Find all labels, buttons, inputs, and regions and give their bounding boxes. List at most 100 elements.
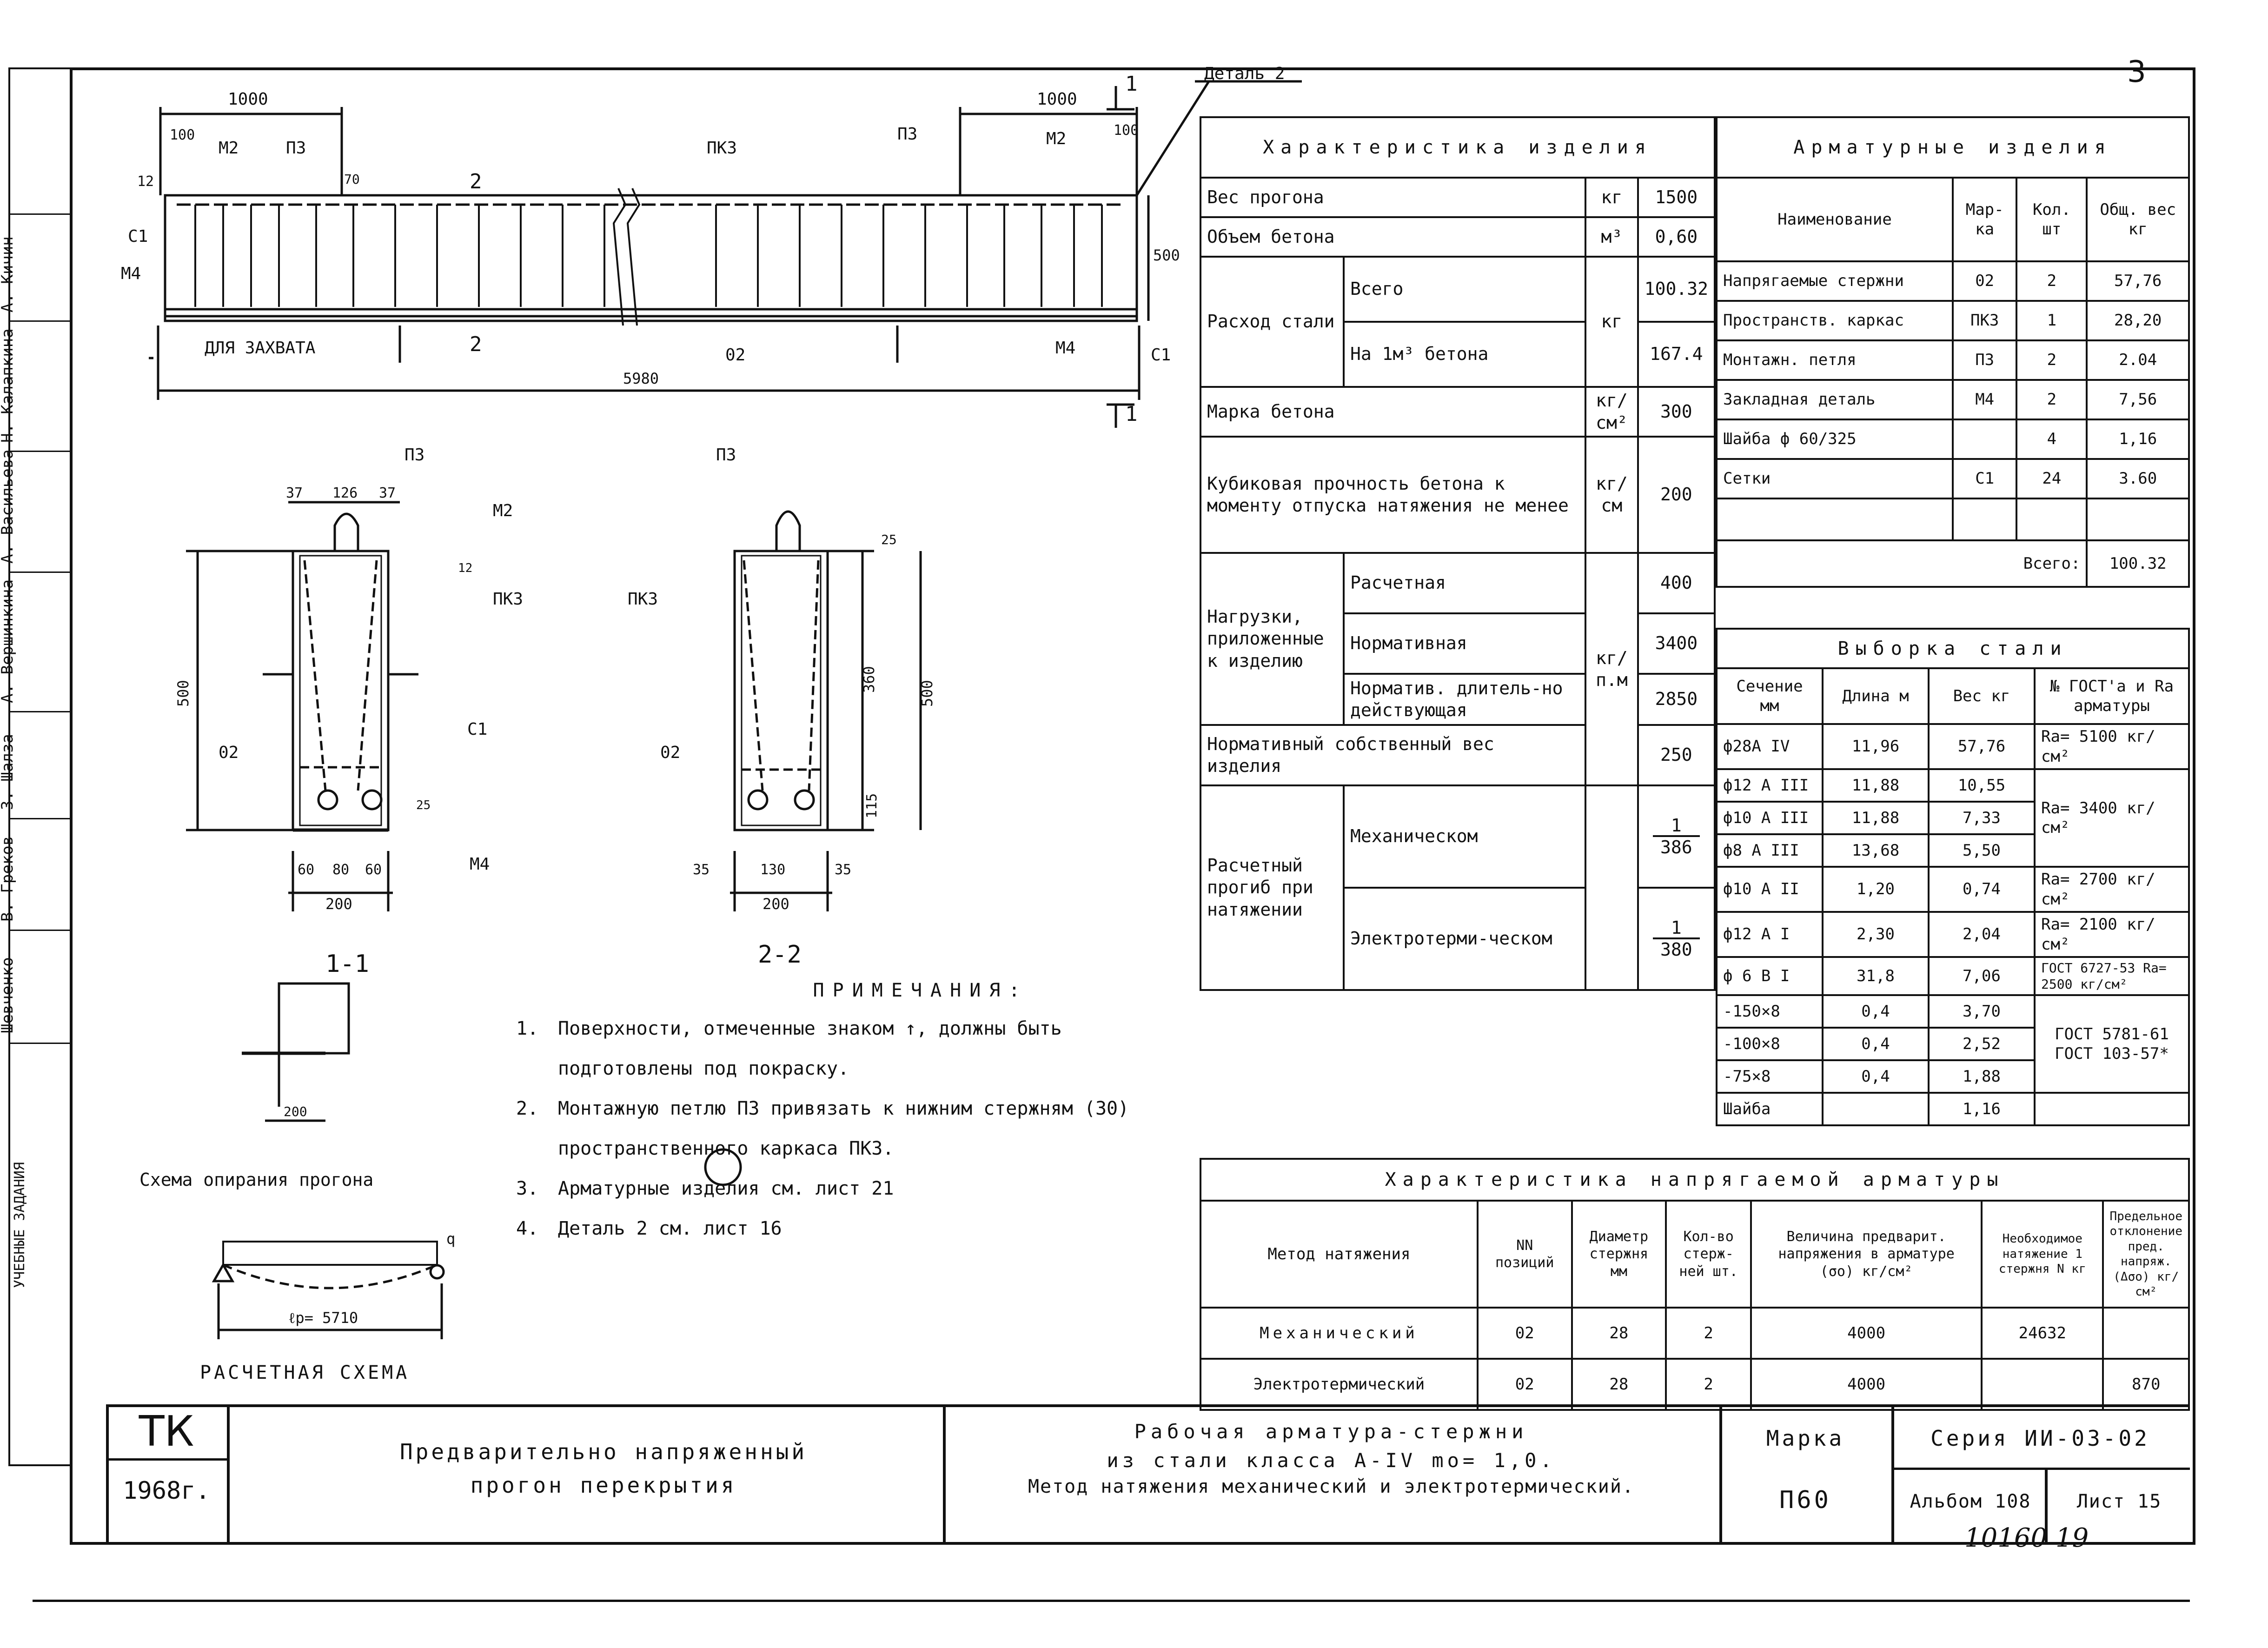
sign-cell: А. Васильева: [0, 449, 72, 573]
sec2-bottom: 2: [470, 332, 482, 356]
label-pk3: ПК3: [707, 139, 737, 158]
table-cell: 24632: [1981, 1307, 2104, 1360]
table-cell: 1,16: [2086, 419, 2190, 460]
table-cell: [1951, 498, 2018, 541]
label-m2-right: М2: [1046, 129, 1066, 148]
table-cell: 2: [1665, 1358, 1752, 1411]
table-cell: 02: [1476, 1358, 1573, 1411]
table-cell: Кол-во стерж-ней шт.: [1665, 1200, 1752, 1309]
table-cell: 7,06: [1928, 956, 2036, 996]
sec11-dim-60b: 60: [365, 862, 382, 878]
sec22-dim-500: 500: [918, 680, 936, 707]
sec1-bottom: 1: [1125, 402, 1138, 426]
table-cell: Ra= 2700 кг/см²: [2034, 866, 2190, 913]
table-cell: 7,33: [1928, 801, 2036, 835]
table-cell: Монтажн. петля: [1716, 339, 1954, 381]
sec11-label-p3: П3: [405, 445, 424, 465]
table-cell: 7,56: [2086, 379, 2190, 420]
table-header: Арматурные изделия: [1716, 116, 2190, 179]
table-row: Арматурные изделия: [1716, 116, 2190, 179]
section-22-outline: [733, 550, 829, 831]
table-row: Метод натяжения NN позиций Диаметр стерж…: [1200, 1200, 2190, 1309]
table-cell: ф12 А III: [1716, 768, 1824, 803]
table-cell: Закладная деталь: [1716, 379, 1954, 420]
table-row: Выборка стали: [1716, 628, 2190, 669]
sec11-dim-80: 80: [332, 862, 349, 878]
label-grip: ДЛЯ ЗАХВАТА: [205, 339, 316, 358]
table-cell: Кубиковая прочность бетона к моменту отп…: [1199, 436, 1587, 554]
sec22-title: 2-2: [758, 941, 802, 969]
table-cell: 57,76: [1928, 723, 2036, 770]
table-cell: кг: [1585, 256, 1639, 388]
table-row: Характеристика напрягаемой арматуры: [1200, 1158, 2190, 1202]
table-cell: Шайба ф 60/325: [1716, 419, 1954, 460]
table-cell: Диаметр стержня мм: [1571, 1200, 1667, 1309]
table-cell: Общ. вес кг: [2086, 177, 2190, 262]
label-p3-left: П3: [286, 139, 306, 158]
table-cell: 0,4: [1822, 994, 1930, 1029]
label-o2: 02: [725, 346, 745, 365]
table-cell: 250: [1637, 724, 1716, 786]
sec11-label-m2: М2: [493, 501, 513, 520]
table-cell: 2,52: [1928, 1027, 2036, 1061]
table-cell: Ra= 2100 кг/см²: [2034, 911, 2190, 958]
table-cell: 1: [2016, 300, 2088, 341]
table-cell: 3,70: [1928, 994, 2036, 1029]
support-caption: Схема опирания прогона: [139, 1170, 373, 1190]
table-header: Выборка стали: [1716, 628, 2190, 669]
table-cell: Напрягаемые стержни: [1716, 260, 1954, 302]
sec22-dim-25: 25: [881, 532, 897, 547]
sec22-dim-200: 200: [763, 895, 789, 913]
sec22-dim-35a: 35: [693, 862, 710, 878]
label-detail2: Деталь 2: [1204, 64, 1285, 83]
table-cell: Наименование: [1716, 177, 1954, 262]
table-cell: [2086, 498, 2190, 541]
table-cell: [1585, 784, 1639, 991]
sec22-dim-35b: 35: [835, 862, 851, 878]
desc-line1: Рабочая арматура-стержни: [1134, 1420, 1528, 1443]
table-cell: [2034, 1092, 2190, 1126]
table-header: Характеристика изделия: [1200, 116, 1716, 179]
table-row: [1716, 498, 2190, 541]
sec11-dim-126: 126: [332, 485, 358, 501]
mark-label: Марка: [1766, 1426, 1845, 1451]
table-cell: ф 6 В I: [1716, 956, 1824, 996]
bottom-rule: [33, 1600, 2190, 1602]
table-cell: -150×8: [1716, 994, 1824, 1029]
table-cell: Сечение мм: [1716, 667, 1824, 725]
sheet-number: Лист 15: [2076, 1491, 2162, 1512]
table-cell: -100×8: [1716, 1027, 1824, 1061]
table-cell: 24: [2016, 458, 2088, 499]
table-cell: 0,4: [1822, 1059, 1930, 1094]
table-cell: 11,88: [1822, 768, 1930, 803]
title-block: ТК 1968г. Предварительно напряженный про…: [106, 1404, 2190, 1542]
label-p3-right: П3: [897, 125, 917, 144]
table-cell: Вес кг: [1928, 667, 2036, 725]
table-cell: 2.04: [2086, 339, 2190, 381]
table-cell: 1,16: [1928, 1092, 2036, 1126]
table-cell: Расход стали: [1200, 256, 1345, 388]
table-cell: Пространств. каркас: [1716, 300, 1954, 341]
table-cell: кг/п.м: [1585, 552, 1639, 786]
total-label: Всего:: [1715, 539, 2088, 588]
table-cell: 11,96: [1822, 723, 1930, 770]
table-cell: [1822, 1092, 1930, 1126]
archive-number: 10160 19: [1964, 1523, 2089, 1553]
table-cell: м³: [1585, 216, 1639, 258]
table-cell: 57,76: [2086, 260, 2190, 302]
table-cell: 2: [1665, 1307, 1752, 1360]
